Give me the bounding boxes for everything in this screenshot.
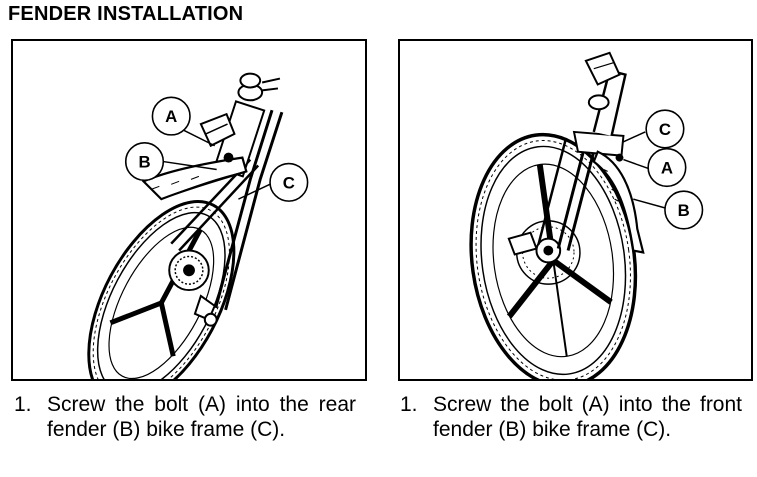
step-number: 1. <box>14 393 32 416</box>
rear-cassette <box>168 249 210 292</box>
callout-c-label: C <box>659 120 671 139</box>
step-text: Screw the bolt (A) into the front fender… <box>433 393 742 441</box>
rear-fender-illustration: A B C <box>87 72 309 379</box>
page-title: FENDER INSTALLATION <box>8 3 244 25</box>
step-text: Screw the bolt (A) into the rear fender … <box>47 393 356 441</box>
callout-a: A <box>151 96 191 136</box>
callout-b-label: B <box>138 153 150 172</box>
callout-b: B <box>664 190 704 230</box>
callout-c-label: C <box>283 173 295 192</box>
callout-a: A <box>647 147 687 188</box>
callout-a-label: A <box>165 107 177 126</box>
front-fender-illustration-panel: C A B <box>398 39 753 381</box>
rear-fender-illustration-panel: A B C <box>11 39 367 381</box>
callout-c: C <box>269 162 309 202</box>
callout-b-label: B <box>678 201 690 220</box>
callout-b: B <box>124 142 165 182</box>
callout-c: C <box>645 109 685 149</box>
callout-a-label: A <box>661 158 673 177</box>
step-number: 1. <box>400 393 418 416</box>
front-fender-illustration: C A B <box>469 51 704 379</box>
